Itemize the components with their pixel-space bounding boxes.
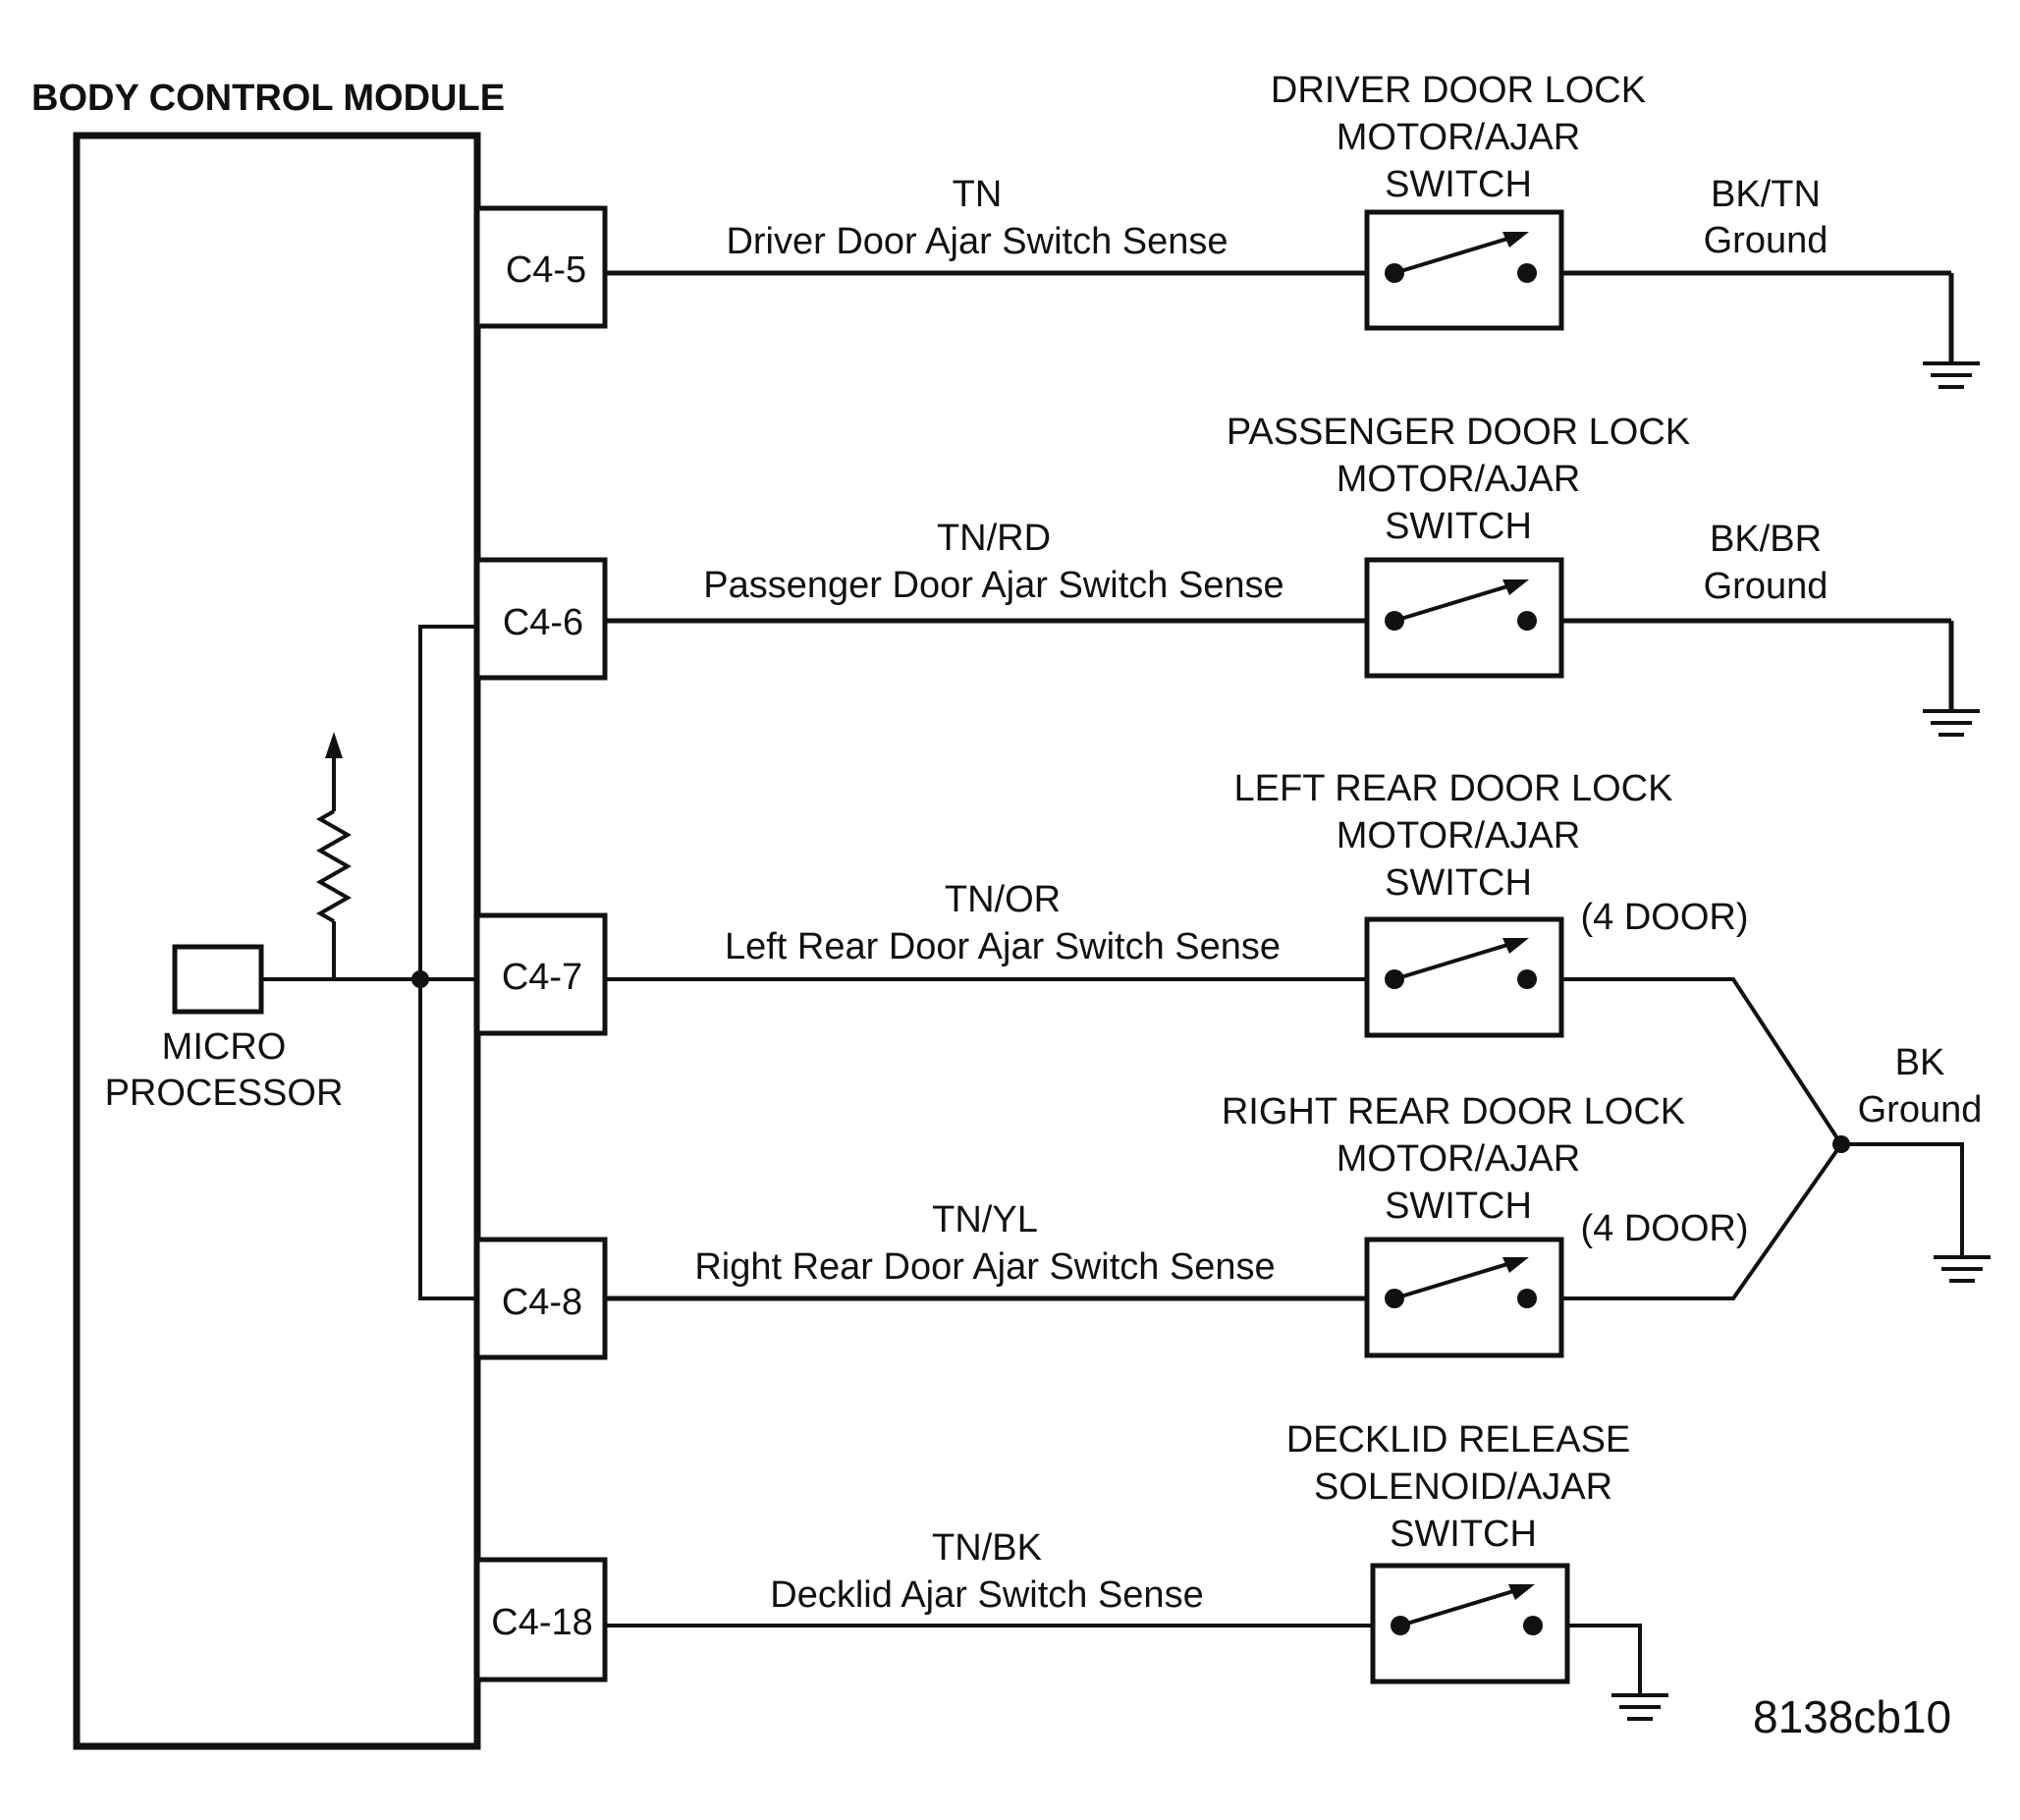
pin-box-c4-7 [474, 912, 608, 1036]
pin-box-c4-5 [474, 205, 608, 329]
switch-label-line1: DRIVER DOOR LOCK [1271, 70, 1646, 111]
pin-box-c4-18 [474, 1557, 608, 1682]
signal-label: Decklid Ajar Switch Sense [770, 1574, 1203, 1616]
ground-wire-decklid [1567, 1624, 1642, 1693]
pin-label: C4-6 [503, 602, 583, 643]
ground-icon [1923, 361, 1980, 389]
ground-icon [1934, 1255, 1991, 1283]
shared-ground-wire [1841, 1142, 1964, 1255]
ground-label: Ground [1704, 566, 1829, 607]
body-control-module [73, 132, 481, 1750]
switch-label-line1: LEFT REAR DOOR LOCK [1234, 768, 1673, 809]
ground-color-label: BK/BR [1710, 519, 1822, 560]
pullup-resistor [315, 809, 353, 923]
switch-label-line2: MOTOR/AJAR [1337, 1138, 1580, 1180]
switch-label-line2: SOLENOID/AJAR [1314, 1466, 1612, 1508]
ground-wire-left-rear [1561, 977, 1843, 1146]
module-title: BODY CONTROL MODULE [31, 78, 505, 119]
switch-decklid [1370, 1563, 1570, 1684]
signal-label: Right Rear Door Ajar Switch Sense [694, 1246, 1275, 1288]
switch-passenger [1364, 557, 1564, 679]
ground-icon [1611, 1693, 1668, 1721]
pin-box-c4-6 [474, 557, 608, 681]
pin-label: C4-5 [506, 249, 586, 291]
ground-wire-right-rear [1561, 1142, 1843, 1300]
switch-label-line3: SWITCH [1385, 164, 1532, 205]
signal-label: Left Rear Door Ajar Switch Sense [725, 926, 1281, 967]
wire-color-label: TN/RD [937, 518, 1051, 559]
micro-label-line1: MICRO [162, 1026, 287, 1068]
switch-left-rear [1364, 916, 1564, 1038]
switch-label-line3: SWITCH [1390, 1514, 1537, 1555]
switch-label-line3: SWITCH [1385, 862, 1532, 904]
wire-color-label: TN/BK [932, 1527, 1042, 1569]
internal-bus [418, 625, 477, 1300]
wire-color-label: TN [953, 174, 1003, 215]
switch-label-line2: MOTOR/AJAR [1337, 459, 1580, 500]
pin-label: C4-8 [502, 1282, 582, 1323]
signal-label: Driver Door Ajar Switch Sense [726, 221, 1228, 262]
pin-box-c4-8 [474, 1237, 608, 1360]
ground-label: Ground [1704, 220, 1829, 261]
switch-label-line2: MOTOR/AJAR [1337, 815, 1580, 856]
variant-note: (4 DOOR) [1581, 897, 1749, 938]
pin-label: C4-18 [491, 1602, 593, 1643]
switch-label-line1: DECKLID RELEASE [1286, 1419, 1631, 1461]
switch-label-line1: RIGHT REAR DOOR LOCK [1222, 1091, 1685, 1132]
figure-id: 8138cb10 [1753, 1691, 1951, 1742]
switch-driver [1364, 209, 1564, 331]
wire-color-label: TN/YL [932, 1199, 1038, 1241]
ground-label: Ground [1858, 1089, 1983, 1131]
switch-right-rear [1364, 1237, 1564, 1358]
wire-color-label: TN/OR [945, 879, 1061, 920]
switch-label-line2: MOTOR/AJAR [1337, 117, 1580, 158]
microprocessor [172, 944, 264, 1015]
variant-note: (4 DOOR) [1581, 1208, 1749, 1249]
switch-label-line1: PASSENGER DOOR LOCK [1227, 412, 1690, 453]
ground-icon [1923, 709, 1980, 737]
ground-color-label: BK/TN [1711, 174, 1821, 215]
ground-color-label: BK [1895, 1042, 1945, 1083]
switch-label-line3: SWITCH [1385, 1186, 1532, 1227]
pin-label: C4-7 [502, 957, 582, 998]
signal-label: Passenger Door Ajar Switch Sense [703, 565, 1283, 606]
supply-arrow-icon [325, 732, 343, 758]
micro-label-line2: PROCESSOR [105, 1073, 344, 1114]
switch-label-line3: SWITCH [1385, 506, 1532, 547]
